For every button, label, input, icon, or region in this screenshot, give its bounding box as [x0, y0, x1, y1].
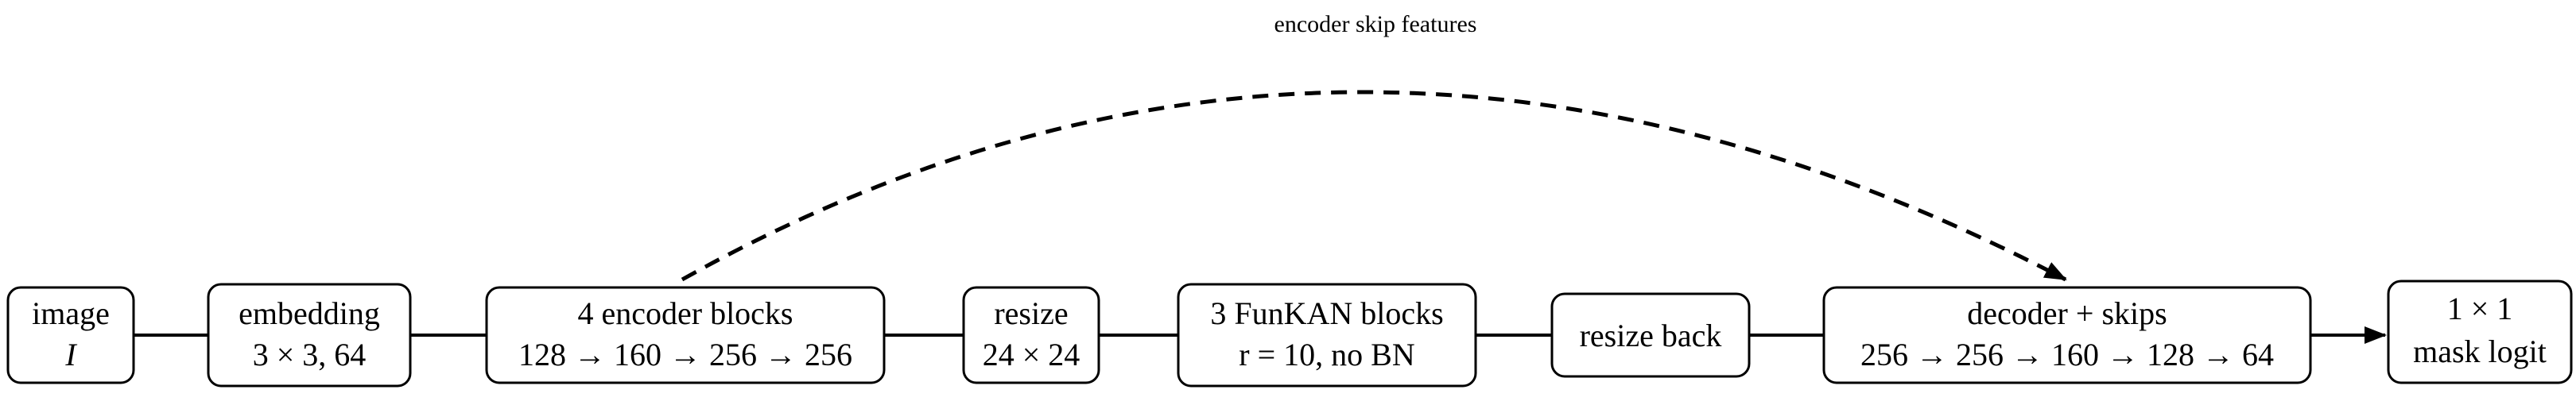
node-encoder-blocks: 4 encoder blocks 128 → 160 → 256 → 256: [485, 286, 886, 384]
node-embedding: embedding 3 × 3, 64: [207, 283, 412, 388]
skip-label: encoder skip features: [1274, 11, 1477, 37]
node-mask-detail: mask logit: [2413, 334, 2547, 369]
node-decoder: decoder + skips 256 → 256 → 160 → 128 → …: [1822, 286, 2312, 384]
node-resize-back-title: resize back: [1580, 318, 1722, 353]
node-resize-title: resize: [994, 295, 1068, 331]
node-resize-size: 24 × 24: [983, 337, 1080, 372]
node-image-title: image: [32, 295, 110, 331]
node-resize-back: resize back: [1550, 292, 1751, 378]
node-embedding-detail: 3 × 3, 64: [253, 337, 367, 372]
node-funkan-blocks: 3 FunKAN blocks r = 10, no BN: [1177, 283, 1477, 388]
node-mask-logit: 1 × 1 mask logit: [2387, 280, 2573, 384]
node-resize: resize 24 × 24: [962, 286, 1100, 384]
node-decoder-channels: 256 → 256 → 160 → 128 → 64: [1860, 337, 2274, 372]
node-decoder-title: decoder + skips: [1967, 295, 2167, 331]
node-embedding-title: embedding: [239, 295, 380, 331]
skip-connection-arc: [681, 90, 2067, 282]
node-image-symbol: I: [64, 337, 77, 372]
node-encoder-title: 4 encoder blocks: [577, 295, 793, 331]
node-funkan-detail: r = 10, no BN: [1239, 337, 1414, 372]
node-funkan-title: 3 FunKAN blocks: [1210, 295, 1443, 331]
node-mask-title: 1 × 1: [2447, 291, 2513, 326]
node-image: image I: [6, 286, 135, 384]
node-encoder-channels: 128 → 160 → 256 → 256: [518, 337, 852, 372]
